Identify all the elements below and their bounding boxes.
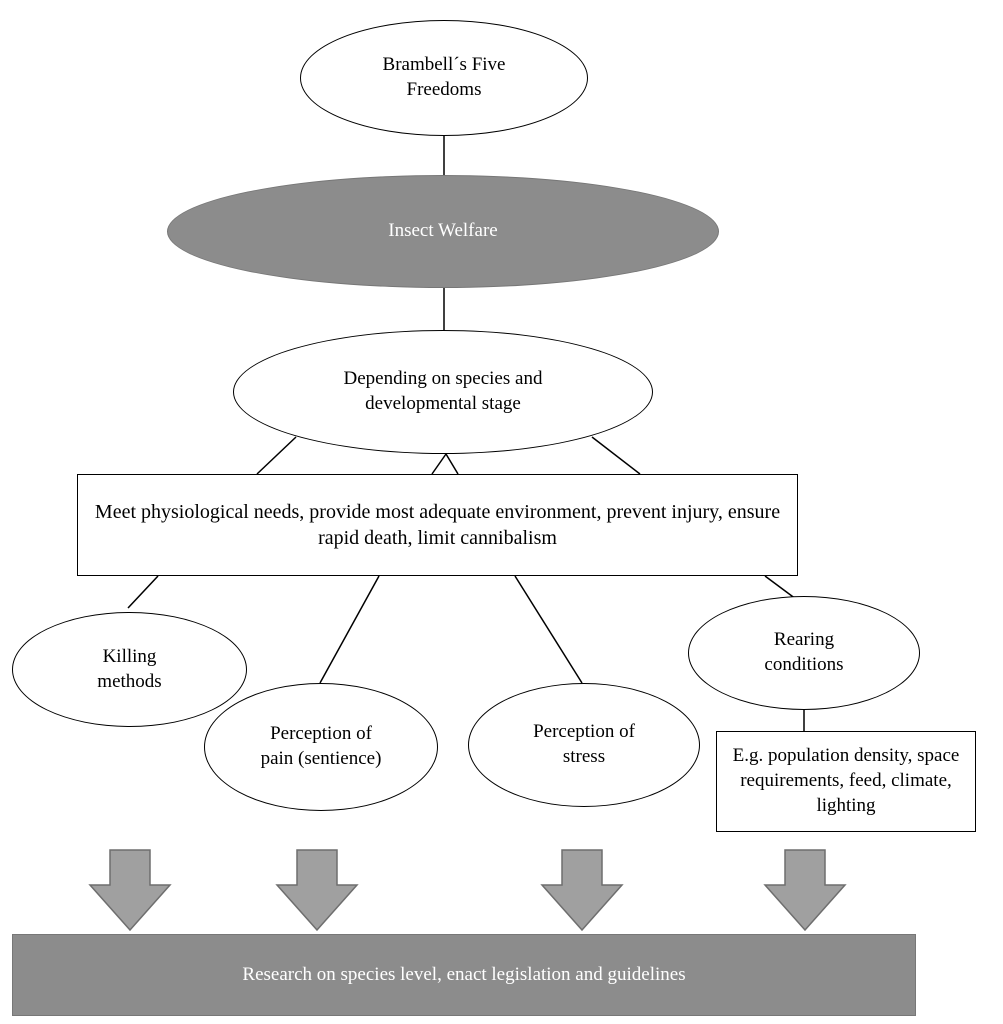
node-research-legislation: Research on species level, enact legisla… <box>12 934 916 1016</box>
connector-depending-needs-center-right <box>445 453 459 475</box>
node-brambells-five-freedoms-label: Brambell´s Five Freedoms <box>382 54 506 100</box>
down-arrow-1 <box>88 849 172 932</box>
connector-depending-needs-right <box>591 436 641 475</box>
node-insect-welfare: Insect Welfare <box>167 175 719 288</box>
node-insect-welfare-label: Insect Welfare <box>388 220 498 242</box>
node-research-legislation-label: Research on species level, enact legisla… <box>242 963 686 985</box>
down-arrow-3 <box>540 849 624 932</box>
node-brambells-five-freedoms: Brambell´s Five Freedoms <box>300 20 588 136</box>
node-perception-of-stress-label: Perception of stress <box>533 721 635 767</box>
node-perception-of-pain-label: Perception of pain (sentience) <box>260 723 382 769</box>
connector-depending-needs-left <box>256 436 297 475</box>
node-perception-of-stress: Perception of stress <box>468 683 700 807</box>
node-perception-of-pain: Perception of pain (sentience) <box>204 683 438 811</box>
node-depending-on-species: Depending on species and developmental s… <box>233 330 653 454</box>
node-killing-methods: Killing methods <box>12 612 247 727</box>
connector-needs-pain <box>319 575 380 684</box>
connector-needs-killing <box>127 575 159 609</box>
connector-needs-stress <box>514 575 583 684</box>
node-killing-methods-label: Killing methods <box>97 645 162 692</box>
node-rearing-conditions: Rearing conditions <box>688 596 920 710</box>
node-rearing-examples-label: E.g. population density, space requireme… <box>732 745 960 816</box>
node-rearing-examples: E.g. population density, space requireme… <box>716 731 976 832</box>
down-arrow-2 <box>275 849 359 932</box>
node-depending-on-species-label: Depending on species and developmental s… <box>343 368 543 414</box>
connector-depending-needs-center-left <box>431 453 447 475</box>
node-rearing-conditions-label: Rearing conditions <box>764 629 844 675</box>
node-needs-label: Meet physiological needs, provide most a… <box>94 501 781 549</box>
node-needs: Meet physiological needs, provide most a… <box>77 474 798 576</box>
down-arrow-4 <box>763 849 847 932</box>
